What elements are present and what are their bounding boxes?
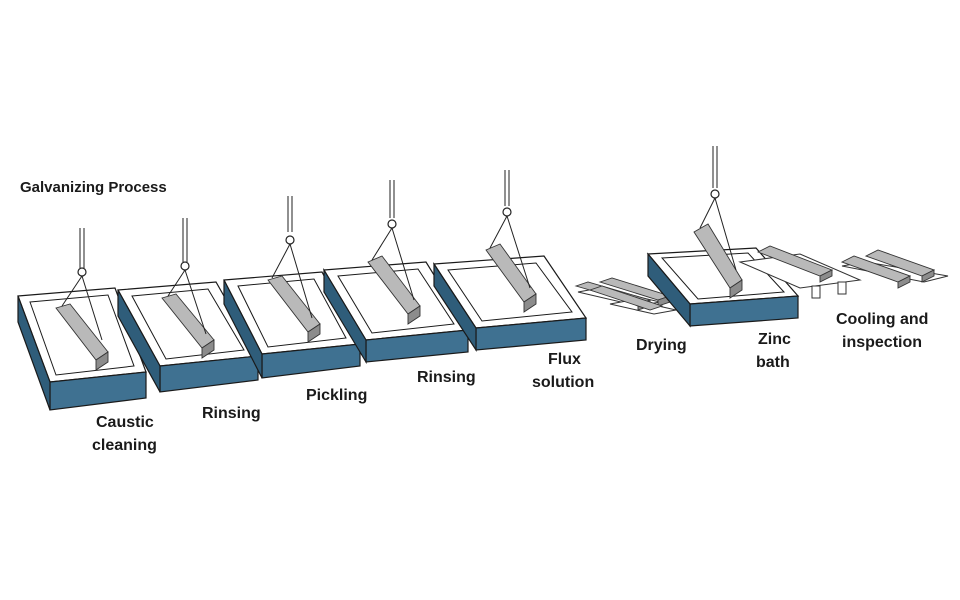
tank-rinsing-2 [322,180,470,365]
tank-zinc-bath [646,146,800,328]
svg-text:Rinsing: Rinsing [202,405,261,422]
label-drying: Drying [636,337,687,354]
diagram-title: Galvanizing Process [20,179,167,196]
svg-text:Cooling and: Cooling and [836,311,928,328]
label-pickling: Pickling [306,387,367,404]
svg-text:Caustic: Caustic [96,414,154,431]
label-rinsing-1: Rinsing [202,405,261,422]
svg-text:inspection: inspection [842,334,922,351]
svg-text:bath: bath [756,354,790,371]
tank-flux-solution [432,170,588,353]
rack-drying [574,277,677,315]
label-flux-solution: Flux solution [532,351,594,391]
svg-text:Flux: Flux [548,351,581,368]
label-zinc-bath: Zinc bath [756,331,791,371]
label-rinsing-2: Rinsing [417,369,476,386]
svg-text:Drying: Drying [636,337,687,354]
svg-text:Rinsing: Rinsing [417,369,476,386]
svg-text:cleaning: cleaning [92,437,157,454]
tank-rinsing-1 [117,218,259,393]
svg-text:Zinc: Zinc [758,331,791,348]
label-cooling-inspection: Cooling and inspection [836,311,928,351]
label-caustic-cleaning: Caustic cleaning [92,414,157,454]
svg-text:solution: solution [532,374,594,391]
tank-caustic-cleaning [17,228,147,411]
rack-cooling-inspection [738,245,949,299]
svg-text:Pickling: Pickling [306,387,367,404]
